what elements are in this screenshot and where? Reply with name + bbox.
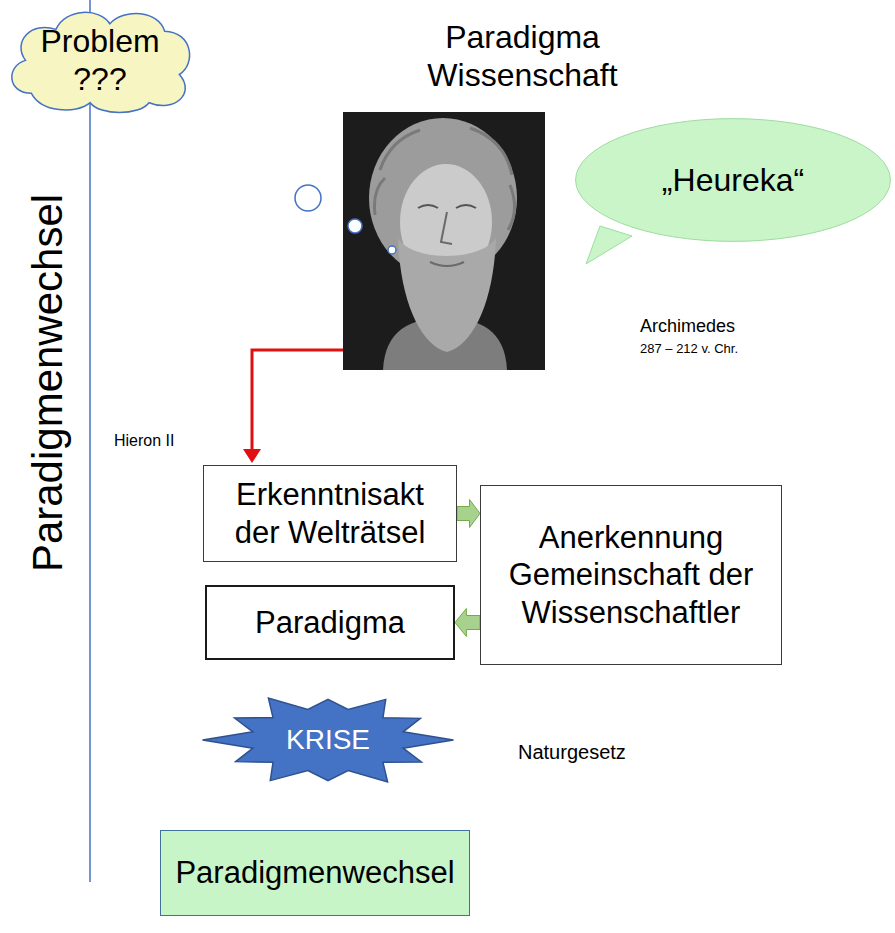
divider-line bbox=[89, 0, 91, 882]
cloud-outline bbox=[2, 4, 198, 117]
node-text: Anerkennung Gemeinschaft der Wissenschaf… bbox=[490, 519, 772, 631]
note-label: Naturgesetz bbox=[518, 740, 626, 764]
bust-nose bbox=[441, 212, 452, 244]
node-text: KRISE bbox=[286, 723, 370, 757]
bubble-shape bbox=[576, 119, 891, 242]
starburst-shape bbox=[203, 698, 454, 782]
node-text: Paradigma bbox=[255, 604, 405, 641]
bust-curls bbox=[374, 128, 514, 230]
thought-dot bbox=[295, 185, 321, 211]
date-label: 287 – 212 v. Chr. bbox=[640, 341, 738, 357]
bust-background bbox=[343, 112, 545, 370]
block-arrow bbox=[455, 609, 480, 637]
thought-dot bbox=[388, 246, 396, 254]
process-box: Erkenntnisakt der Welträtsel bbox=[203, 465, 457, 562]
red-arrow-head bbox=[243, 449, 261, 463]
node-text: Erkenntnisakt der Welträtsel bbox=[213, 476, 447, 550]
node-text: Problem ??? bbox=[32, 22, 168, 99]
red-arrow-line bbox=[252, 350, 343, 450]
name-label: Archimedes bbox=[640, 316, 735, 338]
bust-eyes bbox=[418, 205, 476, 208]
result-box: Paradigmenwechsel bbox=[160, 830, 470, 916]
node-text: „Heureka“ bbox=[662, 161, 804, 199]
bust-mouth bbox=[430, 262, 464, 266]
diagram-title: Paradigma Wissenschaft bbox=[405, 18, 640, 95]
node-text: Paradigmenwechsel bbox=[175, 854, 454, 891]
thought-cloud: Problem ??? bbox=[2, 4, 198, 117]
archimedes-bust bbox=[343, 112, 545, 370]
speech-tail bbox=[586, 226, 632, 264]
block-arrow bbox=[457, 500, 480, 528]
thought-dot bbox=[348, 219, 362, 233]
cloud-shape bbox=[12, 12, 190, 112]
note-label: Hieron II bbox=[114, 431, 174, 450]
bust-beard bbox=[398, 238, 496, 352]
speech-bubble: „Heureka“ bbox=[574, 118, 892, 242]
process-box: Anerkennung Gemeinschaft der Wissenschaf… bbox=[480, 485, 782, 665]
crisis-starburst: KRISE bbox=[200, 688, 456, 792]
process-box: Paradigma bbox=[205, 585, 455, 660]
vertical-label: Paradigmenwechsel bbox=[23, 194, 73, 572]
